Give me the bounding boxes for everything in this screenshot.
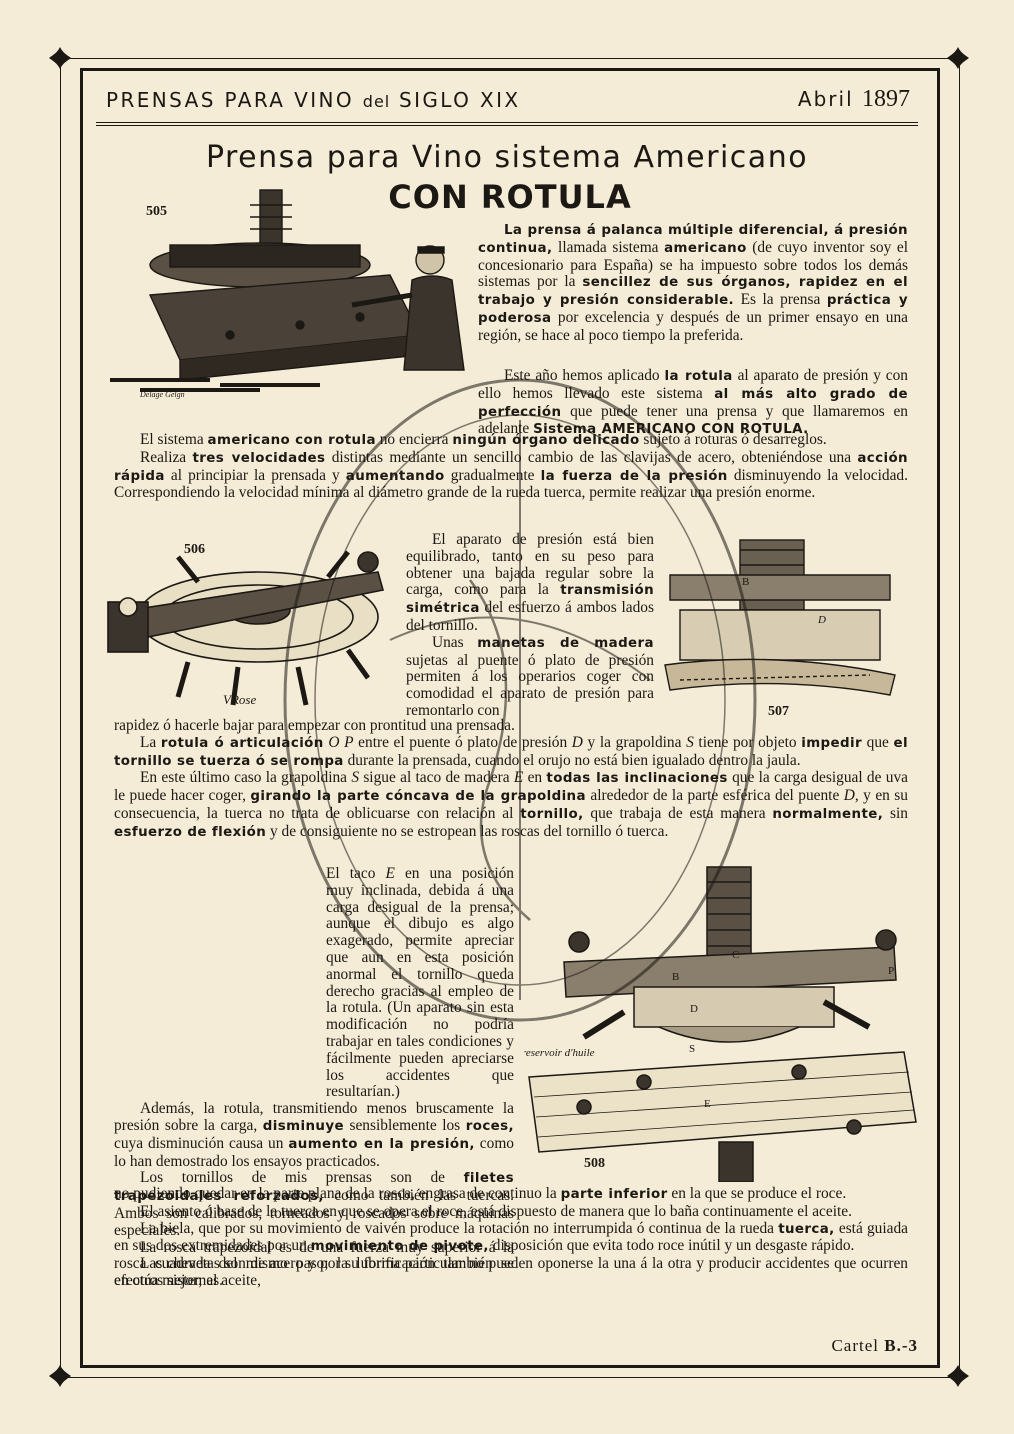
- figure-508-tilted-block-illustration: reservoir d'huile C B D S E P: [524, 866, 917, 1182]
- figure-508-label-e: E: [704, 1098, 711, 1110]
- figure-505-signature: Delage Gelgn: [139, 390, 185, 399]
- page-subtitle: CON ROTULA: [388, 178, 632, 216]
- figure-506-signature: VRose: [223, 692, 256, 707]
- paragraph-2: Este año hemos aplicado la rotula al apa…: [478, 367, 908, 438]
- fleur-corner-icon: [47, 45, 73, 71]
- figure-number-507: 507: [768, 704, 789, 719]
- figure-508-reservoir-label: reservoir d'huile: [524, 1047, 595, 1059]
- paragraph-13-15: no pudiendo quedar en la parte plana de …: [114, 1185, 908, 1289]
- paragraph-3-4: El sistema americano con rotula no encie…: [114, 431, 908, 502]
- figure-507-label-b: B: [742, 576, 749, 588]
- outer-border: [60, 58, 960, 1378]
- header-title: PRENSAS PARA VINO del SIGLO XIX: [106, 88, 521, 112]
- fleur-corner-icon: [47, 1363, 73, 1389]
- figure-number-505: 505: [146, 204, 167, 219]
- figure-507-label-d: D: [817, 614, 826, 626]
- paragraph-7-8: rapidez ó hacerle bajar para empezar con…: [114, 717, 909, 840]
- paragraph-5-6: El aparato de presión está bien equilibr…: [406, 531, 654, 719]
- page-title: Prensa para Vino sistema Americano: [205, 140, 809, 175]
- figure-507-cross-section-illustration: B D: [664, 539, 896, 696]
- figure-number-506: 506: [184, 542, 205, 557]
- figure-number-508: 508: [584, 1156, 605, 1171]
- figure-508-label-d: D: [690, 1003, 698, 1015]
- figure-508-label-s: S: [689, 1043, 695, 1055]
- header-date: Abril 1897: [797, 86, 910, 112]
- figure-508-label-c: C: [732, 949, 739, 961]
- fleur-corner-icon: [945, 1363, 971, 1389]
- figure-508-label-b: B: [672, 971, 679, 983]
- figure-506-press-head-illustration: VRose: [107, 550, 385, 707]
- inner-border: [80, 68, 940, 1368]
- paragraph-1: La prensa á palanca múltiple diferencial…: [478, 223, 909, 344]
- footer-code: Cartel B.-3: [831, 1336, 918, 1355]
- header-rule: [96, 125, 918, 126]
- figure-505-press-illustration: Delage Gelgn: [110, 189, 465, 399]
- header-rule: [96, 122, 918, 123]
- fleur-corner-icon: [945, 45, 971, 71]
- figure-508-label-p: P: [888, 965, 894, 977]
